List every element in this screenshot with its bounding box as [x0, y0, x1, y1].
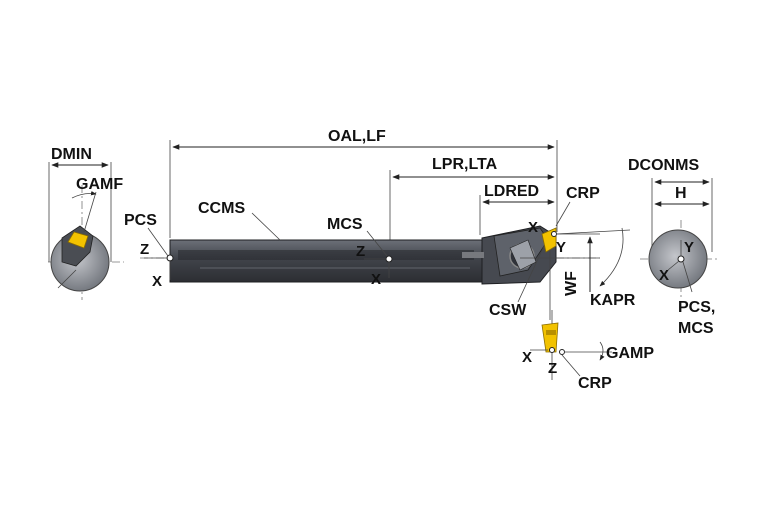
- insert-x-axis: X: [522, 349, 532, 366]
- tool-body: [140, 225, 600, 285]
- oal-lf-label: OAL,LF: [328, 128, 386, 145]
- wf-kapr-dimensions: WF KAPR: [520, 227, 636, 309]
- left-insert: [67, 231, 89, 249]
- lpr-lta-label: LPR,LTA: [432, 156, 498, 173]
- pcs-mcs-label-line2: MCS: [678, 320, 714, 337]
- gamf-label: GAMF: [76, 176, 123, 193]
- ldred-label: LDRED: [484, 183, 539, 200]
- shank: [169, 239, 483, 283]
- gamp-label: GAMP: [606, 345, 654, 362]
- insert-z-axis: Z: [548, 360, 557, 377]
- ccms-label: CCMS: [198, 200, 245, 217]
- right-y-axis: Y: [684, 239, 694, 256]
- kapr-label: KAPR: [590, 292, 636, 309]
- right-end-view: DCONMS H Y X PCS, MCS: [628, 157, 720, 337]
- dmin-label: DMIN: [51, 146, 92, 163]
- dconms-label: DCONMS: [628, 157, 699, 174]
- csw-label: CSW: [489, 302, 527, 319]
- mcs-z-axis: Z: [356, 243, 365, 260]
- pcs-left-marker: PCS Z X: [124, 212, 174, 290]
- csw-marker: CSW: [489, 245, 551, 320]
- h-label: H: [675, 185, 687, 202]
- ccms-marker: CCMS: [198, 200, 281, 241]
- crp-top-y-axis: Y: [556, 239, 566, 256]
- length-dimensions: OAL,LF LPR,LTA LDRED: [169, 128, 558, 240]
- crp-top-label: CRP: [566, 185, 600, 202]
- insert-side-view: [541, 322, 559, 353]
- mcs-x-axis: X: [371, 271, 381, 288]
- mcs-label: MCS: [327, 216, 363, 233]
- right-x-axis: X: [659, 267, 669, 284]
- crp-bottom-label: CRP: [578, 375, 612, 392]
- pcs-left-z-axis: Z: [140, 241, 149, 258]
- pcs-mcs-label-line1: PCS,: [678, 299, 715, 316]
- mcs-marker: MCS Z X: [327, 216, 393, 288]
- left-end-view: DMIN GAMF: [48, 146, 124, 300]
- pcs-left-x-axis: X: [152, 273, 162, 290]
- pcs-left-label: PCS: [124, 212, 157, 229]
- crp-top-x-axis: X: [528, 219, 538, 236]
- insert-detail: X Z GAMP CRP: [522, 310, 654, 392]
- wf-label: WF: [563, 271, 580, 296]
- crp-top-marker: CRP X Y: [528, 185, 600, 256]
